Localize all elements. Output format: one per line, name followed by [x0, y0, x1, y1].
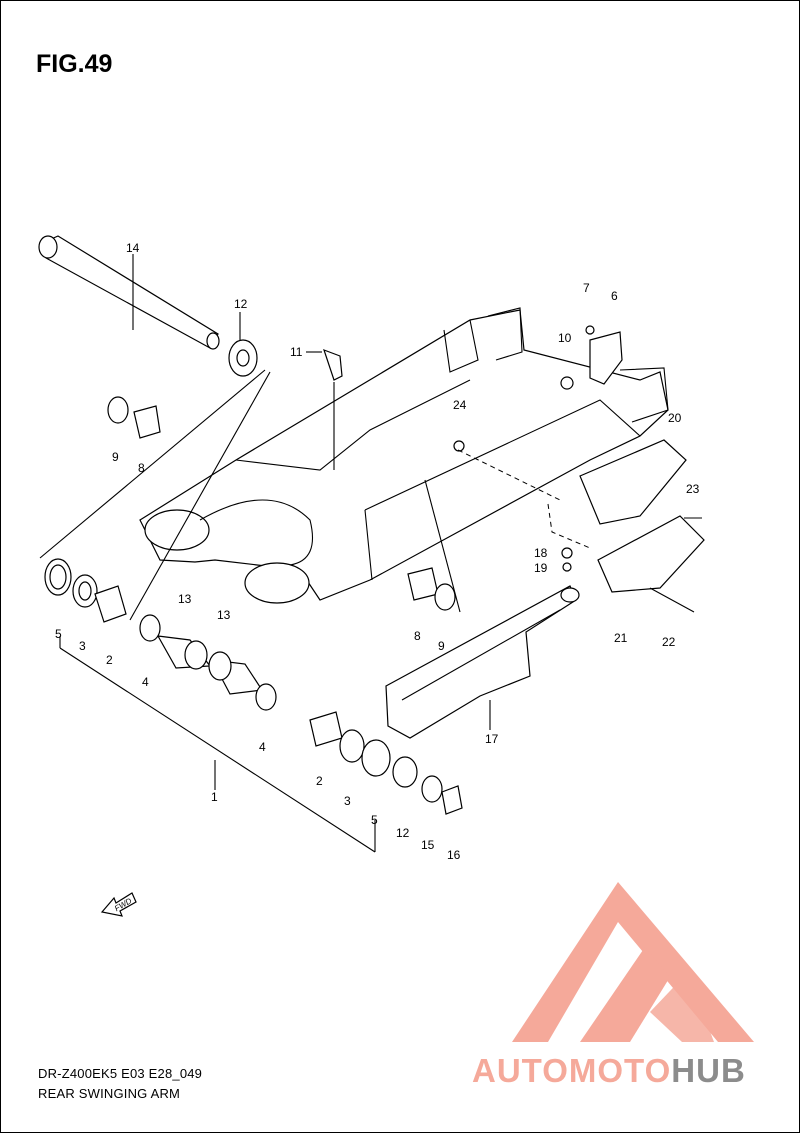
callout-7: 7: [583, 281, 590, 295]
swingarm-axle: [38, 235, 220, 350]
model-code: DR-Z400EK5 E03 E28_049: [38, 1066, 203, 1081]
callout-5-lower: 5: [371, 813, 378, 827]
spacer-collars: [139, 614, 277, 711]
callout-12-top: 12: [234, 297, 248, 311]
callout-13-right: 13: [217, 608, 231, 622]
callout-22: 22: [662, 635, 676, 649]
callout-18: 18: [534, 546, 548, 560]
callout-12-lower: 12: [396, 826, 410, 840]
callout-11: 11: [290, 345, 303, 359]
callout-2-lower: 2: [316, 774, 323, 788]
watermark-part1: AUTOMOTO: [472, 1052, 672, 1089]
washer-top: [228, 339, 258, 377]
forward-arrow-icon: FWD: [100, 892, 137, 917]
swingarm-body: [139, 307, 669, 604]
callout-21: 21: [614, 631, 628, 645]
leader-lines: [39, 254, 491, 853]
callout-13-left: 13: [178, 592, 192, 606]
callout-20: 20: [668, 411, 682, 425]
bolts: [453, 325, 702, 613]
callout-9-top: 9: [112, 450, 119, 464]
figure-title: FIG.49: [36, 50, 113, 78]
chain-guide: [579, 331, 705, 593]
callout-24: 24: [453, 398, 467, 412]
callout-9-right: 9: [438, 639, 445, 653]
grease-nipple: [323, 348, 343, 381]
callout-3-lower: 3: [344, 794, 351, 808]
callout-6: 6: [611, 289, 618, 303]
callout-15: 15: [421, 838, 435, 852]
callout-16: 16: [447, 848, 461, 862]
callout-10: 10: [558, 331, 572, 345]
callout-5-left: 5: [55, 627, 62, 641]
watermark-logo-icon: [512, 882, 754, 1042]
callout-17: 17: [485, 732, 499, 746]
callout-1: 1: [211, 790, 218, 804]
callout-8-top: 8: [138, 461, 145, 475]
callout-23: 23: [686, 482, 700, 496]
callout-19: 19: [534, 561, 548, 575]
figure-caption: REAR SWINGING ARM: [38, 1086, 181, 1101]
callout-14: 14: [126, 241, 140, 255]
callout-numbers: 14 12 11 9 8 7 6 10 24 20 23 18 19 21 22…: [55, 241, 700, 862]
chain-slider: [385, 585, 580, 739]
left-bearing-stack: [44, 558, 127, 623]
callout-2-left: 2: [106, 653, 113, 667]
lower-hardware-stack: [309, 711, 463, 815]
right-bearing-pair: [107, 396, 456, 611]
callout-8-right: 8: [414, 629, 421, 643]
callout-3-left: 3: [79, 639, 86, 653]
callout-4-left: 4: [142, 675, 149, 689]
dashed-leaders: [457, 449, 591, 549]
watermark-part2: HUB: [671, 1052, 746, 1089]
callout-4-right: 4: [259, 740, 266, 754]
watermark-text: AUTOMOTOHUB: [472, 1052, 746, 1090]
